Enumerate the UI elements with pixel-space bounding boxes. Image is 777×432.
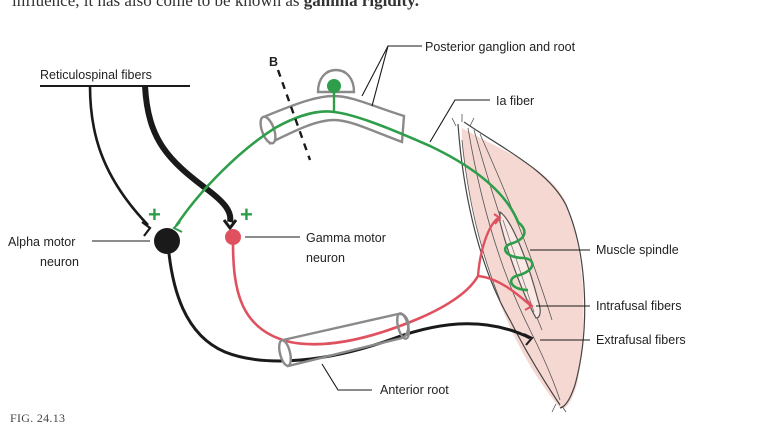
alpha-motor-neuron: [154, 228, 180, 254]
figure-caption: FIG. 24.13: [10, 411, 66, 425]
section-line-b: [276, 69, 312, 161]
anterior-root-label: Anterior root: [380, 383, 449, 397]
extrafusal-ending: [523, 333, 534, 346]
alpha-excitation-sign: +: [148, 202, 161, 227]
gamma-excitation-sign: +: [240, 202, 253, 227]
ia-afferent-fiber: [174, 110, 520, 227]
muscle-spindle: [499, 210, 541, 319]
gamma-branch-lower: [477, 274, 531, 306]
leader-lines: [92, 45, 590, 391]
gamma-efferent-fiber: [231, 241, 480, 346]
annulospiral-ending: [503, 221, 534, 292]
muscle-outline-right: [463, 121, 586, 409]
intrafusal-label: Intrafusal fibers: [596, 299, 681, 313]
intro-text: influence, it has also come to be known …: [12, 0, 419, 11]
section-b-label: B: [269, 55, 278, 69]
intro-term: gamma rigidity.: [303, 0, 419, 10]
gamma-motor-neuron: [225, 229, 241, 245]
posterior-ganglion-label: Posterior ganglion and root: [425, 40, 576, 54]
spindle-capsule: [499, 210, 541, 319]
alpha-motor-label-line1: Alpha motor: [8, 235, 75, 249]
gamma-branch-upper: [476, 217, 499, 277]
alpha-motor-label-line2: neuron: [40, 255, 79, 269]
muscle-outline-left: [457, 123, 561, 406]
ganglion-cell-body: [327, 79, 341, 93]
muscle-spindle-label: Muscle spindle: [596, 243, 679, 257]
ia-fiber-label: Ia fiber: [496, 94, 534, 108]
reticulospinal-label: Reticulospinal fibers: [40, 68, 152, 82]
gamma-motor-label-line2: neuron: [306, 251, 345, 265]
alpha-efferent-fiber: [166, 243, 531, 363]
anterior-root: [278, 312, 410, 368]
reticulospinal-fibers: [40, 85, 238, 237]
intro-prefix: influence, it has also come to be known …: [12, 0, 304, 10]
extrafusal-label: Extrafusal fibers: [596, 333, 686, 347]
gamma-motor-label-line1: Gamma motor: [306, 231, 386, 245]
